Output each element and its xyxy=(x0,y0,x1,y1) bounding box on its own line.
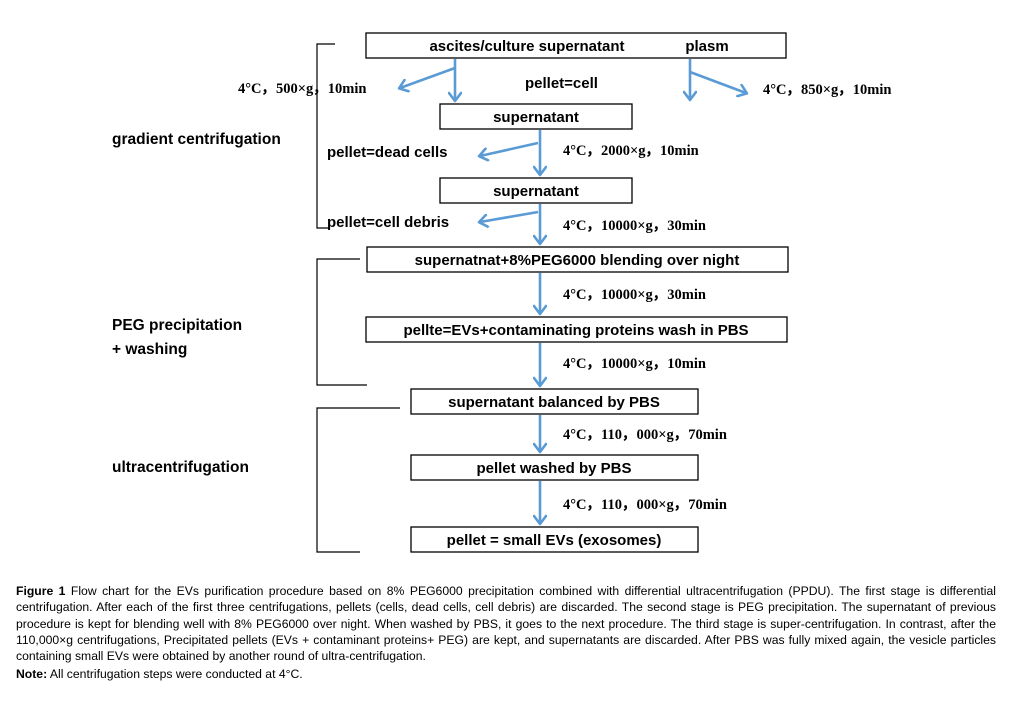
box-balanced-text: supernatant balanced by PBS xyxy=(448,394,660,411)
box-supernatant-2-text: supernatant xyxy=(493,183,579,200)
arrow-start-left-out xyxy=(400,66,456,88)
figure-caption: Figure 1 Flow chart for the EVs purifica… xyxy=(16,583,996,683)
stage-peg-precipitation: PEG precipitation xyxy=(112,317,242,334)
box-pellet-wash: pellte=EVs+contaminating proteins wash i… xyxy=(365,316,788,343)
bracket-peg xyxy=(316,258,367,386)
condition-10000g-10min: 4°C，10000×g，10min xyxy=(563,356,706,372)
label-pellet-cell: pellet=cell xyxy=(525,75,598,92)
condition-10000g-30min-b: 4°C，10000×g，30min xyxy=(563,287,706,303)
stage-peg-washing: + washing xyxy=(112,341,187,358)
box-start: ascites/culture supernatant plasm xyxy=(365,32,787,59)
flowchart: ascites/culture supernatant plasm supern… xyxy=(112,32,891,553)
caption-paragraph: Figure 1 Flow chart for the EVs purifica… xyxy=(16,583,996,664)
bracket-gradient xyxy=(316,43,335,229)
label-pellet-dead-cells: pellet=dead cells xyxy=(327,144,447,161)
caption-note: Note: All centrifugation steps were cond… xyxy=(16,666,996,682)
arrow-sup1-out xyxy=(480,141,539,156)
box-start-right-text: plasm xyxy=(685,38,728,55)
bracket-ultra xyxy=(316,407,400,553)
box-peg-blend-text: supernatnat+8%PEG6000 blending over nigh… xyxy=(415,252,740,269)
box-pellet-wash-text: pellte=EVs+contaminating proteins wash i… xyxy=(403,322,748,339)
box-supernatant-2: supernatant xyxy=(439,177,633,204)
condition-110000g-a: 4°C，110，000×g，70min xyxy=(563,427,727,443)
arrow-start-right-out xyxy=(689,70,746,93)
note-label: Note: xyxy=(16,667,48,682)
box-peg-blend: supernatnat+8%PEG6000 blending over nigh… xyxy=(366,246,789,273)
box-final: pellet = small EVs (exosomes) xyxy=(410,526,699,553)
box-supernatant-1-text: supernatant xyxy=(493,109,579,126)
box-start-left-text: ascites/culture supernatant xyxy=(429,38,624,55)
note-text: All centrifugation steps were conducted … xyxy=(47,667,303,682)
box-pellet-washed: pellet washed by PBS xyxy=(410,454,699,481)
label-pellet-cell-debris: pellet=cell debris xyxy=(327,214,449,231)
stage-ultracentrifugation: ultracentrifugation xyxy=(112,459,249,476)
stage-gradient-centrifugation: gradient centrifugation xyxy=(112,131,281,148)
box-balanced: supernatant balanced by PBS xyxy=(410,388,699,415)
box-final-text: pellet = small EVs (exosomes) xyxy=(447,532,662,549)
condition-110000g-b: 4°C，110，000×g，70min xyxy=(563,497,727,513)
box-pellet-washed-text: pellet washed by PBS xyxy=(476,460,631,477)
condition-850g: 4°C，850×g，10min xyxy=(763,82,891,98)
caption-text: Flow chart for the EVs purification proc… xyxy=(16,584,996,664)
caption-label: Figure 1 xyxy=(16,584,66,598)
box-supernatant-1: supernatant xyxy=(439,103,633,130)
arrow-sup2-out xyxy=(480,210,539,222)
condition-2000g: 4°C，2000×g，10min xyxy=(563,143,699,159)
condition-10000g-30min-a: 4°C，10000×g，30min xyxy=(563,218,706,234)
condition-500g: 4°C，500×g，10min xyxy=(238,81,366,97)
